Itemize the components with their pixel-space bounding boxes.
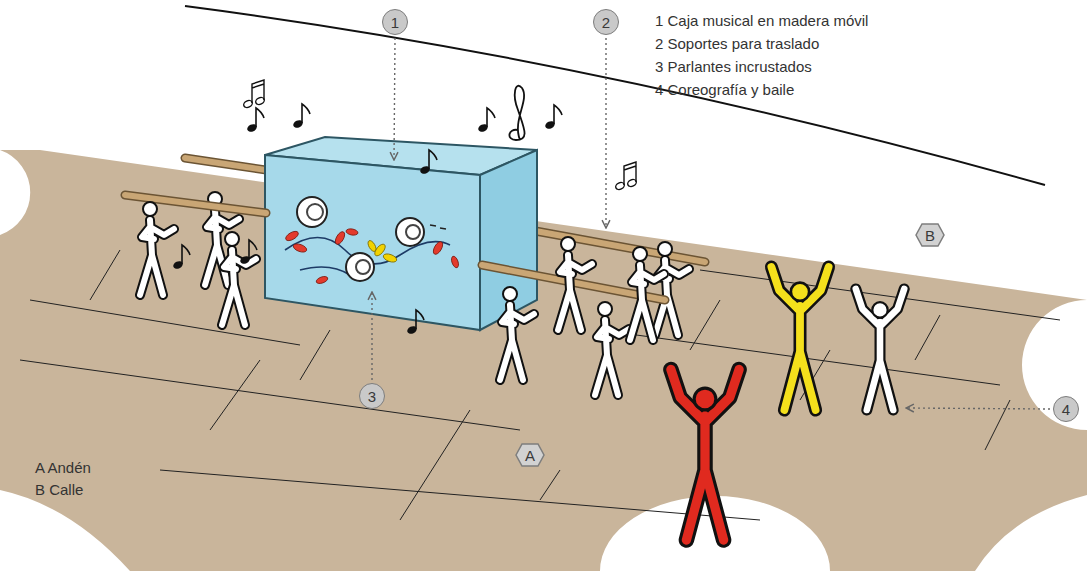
- dancers: [671, 267, 904, 540]
- legend-text: 3 Parlantes incrustados: [655, 58, 812, 76]
- callout-digit: 4: [1062, 402, 1070, 417]
- legend-text: 1 Caja musical en madera móvil: [655, 12, 868, 30]
- legend-text: 2 Soportes para traslado: [655, 35, 819, 53]
- legend-text: 4 Coreografía y baile: [655, 81, 794, 99]
- zone-letter: A: [525, 448, 535, 463]
- hexagon-shape: [516, 444, 544, 466]
- front-carriers: [140, 202, 664, 395]
- hexagon-marker: A: [515, 443, 545, 467]
- hexagon-marker: B: [915, 223, 945, 247]
- music-box: [265, 137, 537, 330]
- ground: [0, 6, 1087, 571]
- callout-number: 1: [382, 9, 408, 35]
- legend-text: A Andén: [35, 459, 91, 477]
- music-notes: [172, 80, 637, 335]
- callout-number: 3: [359, 383, 385, 409]
- callout-number: 4: [1053, 396, 1079, 422]
- leader-lines: [372, 38, 1050, 409]
- legend-text: B Calle: [35, 481, 83, 499]
- hexagon-shape: [916, 224, 944, 246]
- callout-digit: 2: [602, 15, 610, 30]
- callout-number: 2: [593, 9, 619, 35]
- pavement-grid: [20, 250, 1060, 520]
- carry-poles-front: [125, 195, 665, 300]
- zone-letter: B: [925, 228, 935, 243]
- callout-digit: 1: [391, 15, 399, 30]
- callout-digit: 3: [368, 389, 376, 404]
